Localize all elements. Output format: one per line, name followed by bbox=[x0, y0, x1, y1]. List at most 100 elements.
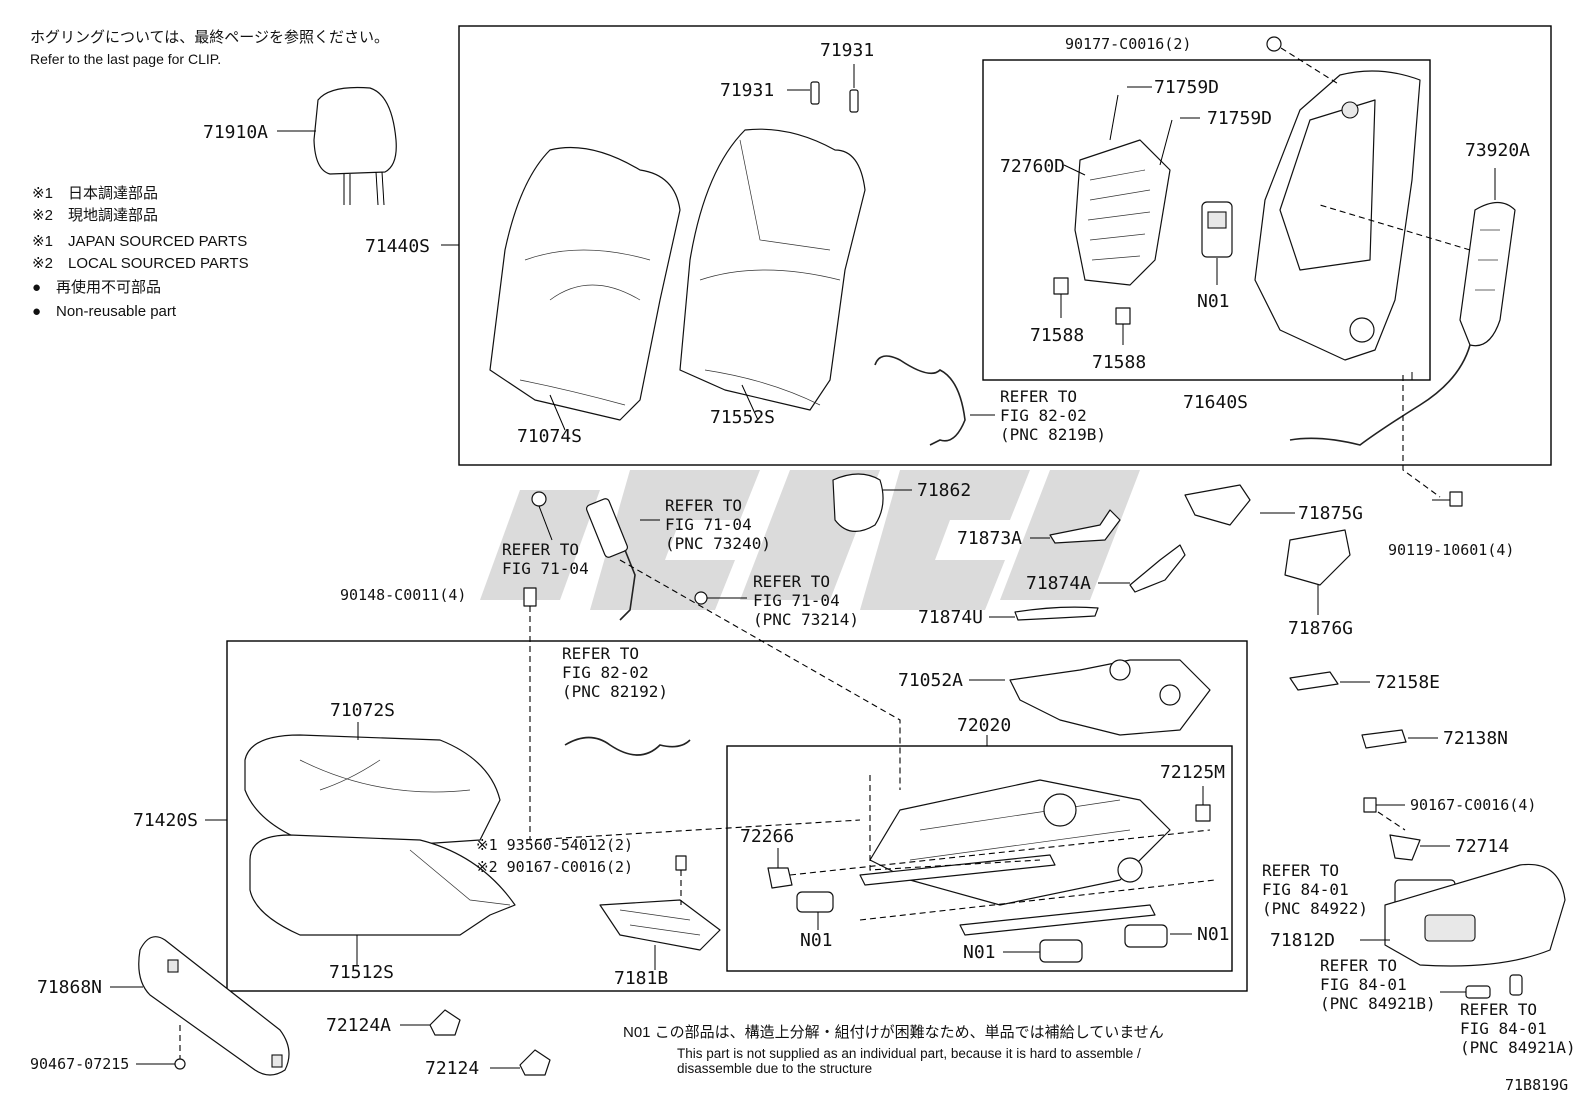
part-number-label: 71875G bbox=[1298, 503, 1363, 524]
ref-line: FIG 84-01 bbox=[1460, 1019, 1547, 1038]
legend: ※1 日本調達部品 ※2 現地調達部品 ※1 JAPAN SOURCED PAR… bbox=[32, 185, 249, 320]
part-number-label: 72760D bbox=[1000, 156, 1065, 177]
part-number-label: 71552S bbox=[710, 407, 775, 428]
ref-line: FIG 84-01 bbox=[1262, 880, 1349, 899]
part-number-label: 90467-07215 bbox=[30, 1055, 129, 1073]
side-airbag-drawing bbox=[1459, 201, 1516, 347]
part-number-label: 71074S bbox=[517, 426, 582, 447]
ref-line: (PNC 84921B) bbox=[1320, 994, 1436, 1013]
seatbelt-buckle-drawing bbox=[585, 498, 636, 621]
cushion-pad-drawing bbox=[244, 734, 501, 851]
cushion-cover-drawing bbox=[249, 834, 516, 936]
legend-mark: ※1 bbox=[32, 185, 53, 202]
cover-72158E-drawing bbox=[1289, 671, 1339, 691]
legend-text: JAPAN SOURCED PARTS bbox=[68, 233, 247, 250]
legend-mark: ※2 bbox=[32, 207, 53, 224]
part-number-label: 71931 bbox=[820, 40, 874, 61]
dashed-leader bbox=[1402, 375, 1441, 498]
part-number-label: N01 bbox=[800, 930, 833, 951]
refer-84922: REFER TO FIG 84-01 (PNC 84922) bbox=[1262, 861, 1368, 918]
part-number-label: 90167-C0016(4) bbox=[1410, 796, 1536, 814]
legend-mark: ● bbox=[32, 279, 41, 296]
cover-72124-drawing bbox=[519, 1049, 551, 1076]
dashed-leader bbox=[619, 559, 901, 790]
legend-text: LOCAL SOURCED PARTS bbox=[68, 255, 249, 272]
refer-82192: REFER TO FIG 82-02 (PNC 82192) bbox=[562, 644, 668, 701]
ref-line: REFER TO bbox=[1460, 1000, 1537, 1019]
part-number-label: 71812D bbox=[1270, 930, 1335, 951]
cushion-spring-frame-drawing bbox=[1009, 659, 1211, 736]
part-number-label: 71862 bbox=[917, 480, 971, 501]
clip-note-jp: ホグリングについては、最終ページを参照ください。 bbox=[30, 29, 389, 46]
part-72266-drawing bbox=[767, 867, 793, 889]
figure-code: 71B819G bbox=[1505, 1076, 1568, 1094]
part-number-label: 72138N bbox=[1443, 728, 1508, 749]
legend-text: Non-reusable part bbox=[56, 303, 177, 320]
part-number-label: 71874U bbox=[918, 607, 983, 628]
part-number-label: N01 bbox=[963, 942, 996, 963]
clip-note-en: Refer to the last page for CLIP. bbox=[30, 51, 221, 67]
part-number-label: 71874A bbox=[1026, 573, 1091, 594]
part-number-label: 90148-C0011(4) bbox=[340, 586, 466, 604]
refer-7104: REFER TO FIG 71-04 bbox=[502, 540, 589, 578]
part-number-label: 71876G bbox=[1288, 618, 1353, 639]
ref-line: (PNC 73214) bbox=[753, 610, 859, 629]
refer-8219B: REFER TO FIG 82-02 (PNC 8219B) bbox=[1000, 387, 1106, 444]
part-number-label: 71873A bbox=[957, 528, 1022, 549]
part-number-label: 72714 bbox=[1455, 836, 1509, 857]
nut-90177-drawing bbox=[1266, 36, 1282, 52]
nut-drawing bbox=[694, 591, 708, 605]
front-cover-drawing bbox=[138, 936, 290, 1076]
part-number-label: 72124A bbox=[326, 1015, 391, 1036]
dashed-leader bbox=[1319, 204, 1471, 251]
ref-line: REFER TO bbox=[1262, 861, 1339, 880]
legend-text: 現地調達部品 bbox=[68, 207, 158, 224]
part-72714-drawing bbox=[1389, 834, 1421, 861]
seat-adjuster-subgroup bbox=[726, 745, 1233, 972]
ref-line: (PNC 73240) bbox=[665, 534, 771, 553]
part-number-label: 7181B bbox=[614, 968, 668, 989]
dashed-leader bbox=[529, 606, 861, 841]
ref-line: FIG 82-02 bbox=[562, 663, 649, 682]
leader-line bbox=[741, 384, 759, 421]
part-number-label: 71588 bbox=[1092, 352, 1146, 373]
ref-line: REFER TO bbox=[1320, 956, 1397, 975]
part-number-label: 71759D bbox=[1207, 108, 1272, 129]
ref-line: (PNC 84922) bbox=[1262, 899, 1368, 918]
part-number-label: 72124 bbox=[425, 1058, 479, 1079]
ref-line: FIG 71-04 bbox=[502, 559, 589, 578]
seatback-cover-drawing bbox=[679, 128, 866, 411]
n01-note-en: This part is not supplied as an individu… bbox=[677, 1046, 1141, 1061]
ref-line: FIG 71-04 bbox=[665, 515, 752, 534]
dashed-leader bbox=[789, 829, 1216, 921]
adjuster-motor-drawing bbox=[1039, 939, 1083, 963]
ref-line: REFER TO bbox=[753, 572, 830, 591]
leader-line bbox=[549, 394, 566, 431]
harness-wire bbox=[874, 355, 966, 446]
seatback-frame-subgroup bbox=[982, 59, 1431, 381]
side-cover-drawing bbox=[1384, 863, 1566, 967]
part-number-label: 72125M bbox=[1160, 762, 1225, 783]
seatback-frame-drawing bbox=[1254, 70, 1421, 361]
lumbar-support-drawing bbox=[1074, 94, 1173, 286]
ref-line: FIG 84-01 bbox=[1320, 975, 1407, 994]
legend-mark: ● bbox=[32, 303, 41, 320]
cushion-group-frame bbox=[226, 640, 1248, 992]
part-number-label: 71640S bbox=[1183, 392, 1248, 413]
nut-drawing bbox=[531, 491, 547, 507]
part-number-label: 73920A bbox=[1465, 140, 1530, 161]
part-number-label: 71052A bbox=[898, 670, 963, 691]
bolt-90119-drawing bbox=[1432, 491, 1463, 507]
rail-bracket-drawing bbox=[599, 899, 721, 951]
seatback-pad-drawing bbox=[489, 146, 681, 421]
part-number-label: 72020 bbox=[957, 715, 1011, 736]
legend-mark: ※2 bbox=[32, 255, 53, 272]
trim-covers-drawing bbox=[1014, 484, 1351, 621]
bolt-90148-drawing bbox=[523, 587, 537, 607]
ref-line: (PNC 82192) bbox=[562, 682, 668, 701]
part-72125M-drawing bbox=[1195, 804, 1211, 822]
part-number-label: 71931 bbox=[720, 80, 774, 101]
legend-mark: ※1 bbox=[32, 233, 53, 250]
refer-84921B: REFER TO FIG 84-01 (PNC 84921B) bbox=[1320, 956, 1436, 1013]
